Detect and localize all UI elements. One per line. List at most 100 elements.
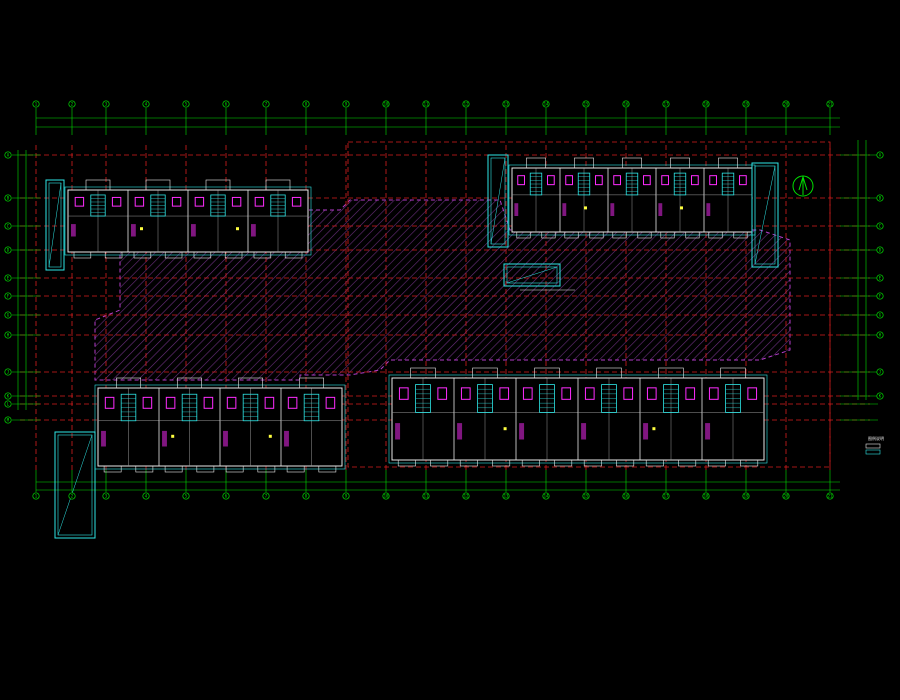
building-block-northwest bbox=[64, 179, 312, 259]
svg-text:8: 8 bbox=[305, 494, 308, 499]
ramp-entrance-center bbox=[503, 263, 561, 287]
axis-bubble-top: 17 bbox=[662, 100, 670, 108]
svg-text:D: D bbox=[7, 248, 10, 253]
axis-bubble-top: 18 bbox=[702, 100, 710, 108]
svg-text:14: 14 bbox=[544, 102, 549, 107]
svg-text:H: H bbox=[7, 333, 10, 338]
axis-bubble-left: H bbox=[4, 331, 12, 339]
axis-bubble-left: C bbox=[4, 222, 12, 230]
axis-bubble-right: D bbox=[876, 246, 884, 254]
axis-bubble-bottom: 20 bbox=[782, 492, 790, 500]
axis-bubble-top: 16 bbox=[622, 100, 630, 108]
svg-text:1: 1 bbox=[35, 494, 38, 499]
axis-bubble-bottom: 15 bbox=[582, 492, 590, 500]
building-block-southwest bbox=[94, 377, 346, 473]
svg-text:3: 3 bbox=[105, 494, 108, 499]
svg-text:19: 19 bbox=[744, 494, 749, 499]
legend: 图例说明 bbox=[865, 435, 884, 455]
svg-text:14: 14 bbox=[544, 494, 549, 499]
building-block-southeast bbox=[388, 367, 768, 467]
axis-bubble-left: M bbox=[4, 416, 12, 424]
axis-bubble-right: C bbox=[876, 222, 884, 230]
axis-bubble-top: 10 bbox=[382, 100, 390, 108]
svg-text:10: 10 bbox=[384, 102, 389, 107]
svg-text:4: 4 bbox=[145, 494, 148, 499]
axis-bubble-right: G bbox=[876, 311, 884, 319]
axis-bubble-bottom: 10 bbox=[382, 492, 390, 500]
axis-bubble-bottom: 1 bbox=[32, 492, 40, 500]
axis-bubble-left: D bbox=[4, 246, 12, 254]
legend-swatch-2 bbox=[865, 449, 881, 455]
axis-bubble-left: E bbox=[4, 274, 12, 282]
svg-text:G: G bbox=[879, 313, 882, 318]
svg-text:E: E bbox=[879, 276, 882, 281]
svg-text:K: K bbox=[879, 394, 882, 399]
ramp-entrance-east bbox=[751, 162, 779, 268]
axis-bubble-left: J bbox=[4, 368, 12, 376]
svg-text:K: K bbox=[7, 394, 10, 399]
svg-text:7: 7 bbox=[265, 102, 268, 107]
svg-text:13: 13 bbox=[504, 494, 509, 499]
axis-bubble-top: 15 bbox=[582, 100, 590, 108]
svg-text:A: A bbox=[879, 153, 882, 158]
svg-text:11: 11 bbox=[424, 102, 429, 107]
svg-text:9: 9 bbox=[345, 102, 348, 107]
axis-bubble-right: A bbox=[876, 151, 884, 159]
axis-bubble-bottom: 9 bbox=[342, 492, 350, 500]
svg-text:6: 6 bbox=[225, 102, 228, 107]
axis-lines bbox=[12, 108, 878, 492]
svg-text:D: D bbox=[879, 248, 882, 253]
axis-bubble-right: B bbox=[876, 194, 884, 202]
axis-bubble-top: 1 bbox=[32, 100, 40, 108]
axis-bubble-top: 5 bbox=[182, 100, 190, 108]
axis-bubble-bottom: 17 bbox=[662, 492, 670, 500]
axis-bubble-right: K bbox=[876, 392, 884, 400]
svg-text:H: H bbox=[879, 333, 882, 338]
svg-text:F: F bbox=[879, 294, 882, 299]
svg-text:5: 5 bbox=[185, 494, 188, 499]
axis-bubble-left: F bbox=[4, 292, 12, 300]
svg-text:21: 21 bbox=[828, 494, 833, 499]
axis-bubble-top: 7 bbox=[262, 100, 270, 108]
svg-text:20: 20 bbox=[784, 102, 789, 107]
axis-bubble-bottom: 7 bbox=[262, 492, 270, 500]
ramp-entrance-southwest bbox=[54, 431, 96, 539]
axis-bubble-right: H bbox=[876, 331, 884, 339]
svg-text:J: J bbox=[7, 370, 9, 375]
building-block-northeast bbox=[508, 157, 756, 239]
axis-bubble-top: 12 bbox=[462, 100, 470, 108]
svg-text:B: B bbox=[879, 196, 882, 201]
axis-bubble-left: K bbox=[4, 392, 12, 400]
svg-text:16: 16 bbox=[624, 494, 629, 499]
axis-bubble-bottom: 3 bbox=[102, 492, 110, 500]
svg-text:11: 11 bbox=[424, 494, 429, 499]
axis-bubble-bottom: 12 bbox=[462, 492, 470, 500]
svg-text:12: 12 bbox=[464, 102, 469, 107]
axis-bubble-bottom: 21 bbox=[826, 492, 834, 500]
svg-text:13: 13 bbox=[504, 102, 509, 107]
svg-text:E: E bbox=[7, 276, 10, 281]
svg-text:A: A bbox=[7, 153, 10, 158]
legend-title: 图例说明 bbox=[868, 435, 884, 441]
axis-bubble-bottom: 6 bbox=[222, 492, 230, 500]
axis-bubble-bottom: 18 bbox=[702, 492, 710, 500]
svg-text:18: 18 bbox=[704, 494, 709, 499]
svg-text:19: 19 bbox=[744, 102, 749, 107]
axis-bubble-top: 9 bbox=[342, 100, 350, 108]
axis-bubble-top: 11 bbox=[422, 100, 430, 108]
svg-text:16: 16 bbox=[624, 102, 629, 107]
axis-bubble-top: 14 bbox=[542, 100, 550, 108]
svg-text:17: 17 bbox=[664, 102, 669, 107]
axis-bubble-top: 2 bbox=[68, 100, 76, 108]
svg-text:17: 17 bbox=[664, 494, 669, 499]
axis-bubble-bottom: 4 bbox=[142, 492, 150, 500]
axis-bubble-top: 21 bbox=[826, 100, 834, 108]
svg-text:12: 12 bbox=[464, 494, 469, 499]
svg-text:F: F bbox=[7, 294, 10, 299]
axis-bubble-top: 4 bbox=[142, 100, 150, 108]
axis-bubble-top: 3 bbox=[102, 100, 110, 108]
svg-text:2: 2 bbox=[71, 102, 74, 107]
axis-bubble-left: B bbox=[4, 194, 12, 202]
